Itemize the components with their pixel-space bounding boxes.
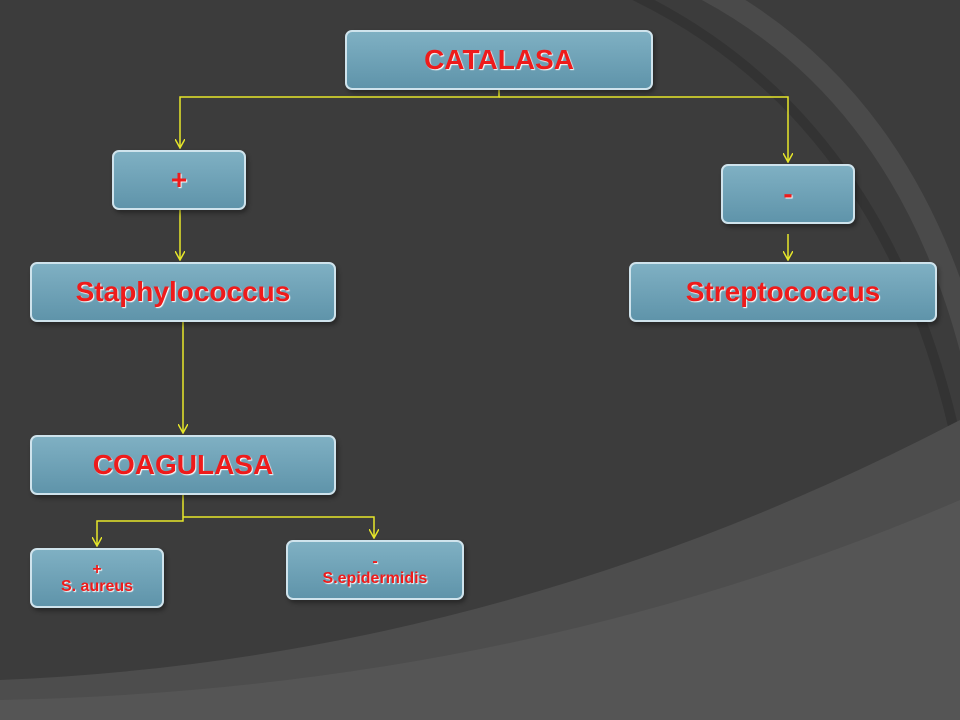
catalase-positive-label: + xyxy=(170,164,188,195)
s-epidermidis-label: S.epidermidis xyxy=(322,570,428,587)
s-aureus-label: S. aureus xyxy=(60,578,134,595)
coag-positive-sign: + xyxy=(92,561,102,578)
s-epidermidis-node: - S.epidermidis xyxy=(286,540,464,600)
connector-catalasa-positive xyxy=(180,90,500,148)
catalasa-label: CATALASA xyxy=(424,44,574,75)
staphylococcus-node: Staphylococcus xyxy=(30,262,336,322)
connector-coagulasa-epidermidis xyxy=(183,516,374,538)
connector-coagulasa-aureus xyxy=(97,495,184,546)
coagulasa-label: COAGULASA xyxy=(92,449,274,480)
coag-negative-sign: - xyxy=(372,553,378,570)
coagulasa-node: COAGULASA xyxy=(30,435,336,495)
connector-catalasa-negative xyxy=(499,96,788,162)
catalase-negative-label: - xyxy=(783,178,793,209)
streptococcus-node: Streptococcus xyxy=(629,262,937,322)
s-aureus-node: + S. aureus xyxy=(30,548,164,608)
catalase-negative-node: - xyxy=(721,164,855,224)
catalasa-node: CATALASA xyxy=(345,30,653,90)
catalase-positive-node: + xyxy=(112,150,246,210)
staphylococcus-label: Staphylococcus xyxy=(75,276,291,307)
streptococcus-label: Streptococcus xyxy=(685,276,881,307)
